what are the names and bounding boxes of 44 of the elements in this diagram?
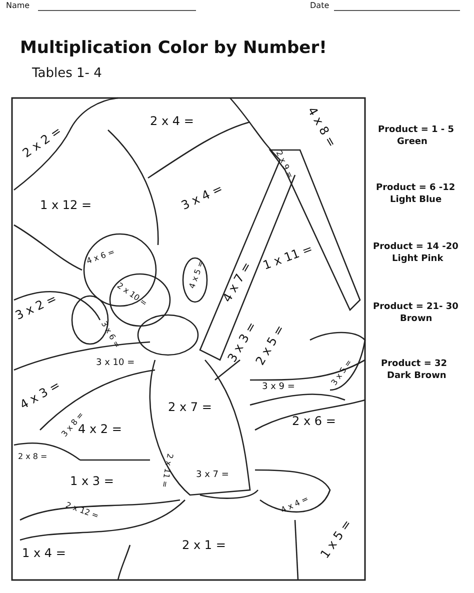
math-problem: 4 x 3 =	[17, 378, 62, 412]
legend-range: Product = 21- 30	[373, 302, 458, 312]
math-problem: 2 x 12 =	[64, 500, 100, 521]
legend-range: Product = 6 -12	[376, 183, 456, 193]
math-problem: 3 x 2 =	[13, 291, 59, 323]
legend-color-name: Green	[397, 137, 428, 147]
math-problem: 2 x 6 =	[292, 414, 336, 428]
math-problem: 2 x 11 =	[160, 452, 175, 488]
math-problem: 2 x 4 =	[150, 114, 194, 128]
math-problem: 3 x 9 =	[262, 382, 295, 392]
math-problem: 2 x 5 =	[252, 322, 287, 368]
math-problem: 3 x 4 =	[179, 181, 225, 213]
math-problem: 4 x 8 =	[304, 104, 339, 150]
math-problem: 2 x 7 =	[168, 400, 212, 414]
field-label: Name	[6, 1, 30, 10]
math-problem: 2 x 10 =	[116, 280, 149, 308]
math-problem: 3 x 6 =	[99, 320, 122, 350]
legend-range: Product = 1 - 5	[378, 125, 454, 135]
math-problem: 4 x 2 =	[78, 422, 122, 436]
math-problem: 1 x 4 =	[22, 546, 66, 560]
math-problem: 2 x 2 =	[20, 124, 64, 160]
worksheet-title: Multiplication Color by Number!	[20, 38, 327, 58]
math-problem: 1 x 11 =	[261, 242, 314, 272]
math-problem: 2 x 9 =	[274, 149, 295, 180]
math-problem: 3 x 7 =	[196, 470, 229, 480]
legend-color-name: Dark Brown	[387, 371, 446, 381]
math-problem: 4 x 6 =	[85, 247, 116, 266]
legend-color-name: Brown	[400, 314, 432, 324]
math-problem: 2 x 1 =	[182, 538, 226, 552]
math-problem: 2 x 8 =	[18, 452, 48, 461]
math-problem: 1 x 12 =	[40, 198, 92, 212]
legend-color-name: Light Pink	[392, 254, 444, 264]
worksheet-subtitle: Tables 1- 4	[32, 66, 102, 81]
math-problem: 4 x 7 =	[220, 260, 254, 304]
math-problem: 1 x 3 =	[70, 474, 114, 488]
math-problem: 4 x 5 =	[187, 259, 206, 290]
math-problem: 3 x 5 =	[330, 358, 354, 388]
legend-range: Product = 14 -20	[373, 242, 458, 252]
math-problem: 3 x 10 =	[96, 358, 135, 368]
math-problem: 4 x 4 =	[279, 494, 310, 515]
field-label: Date	[310, 1, 330, 10]
legend-color-name: Light Blue	[390, 195, 442, 205]
math-problem: 1 x 5 =	[318, 517, 354, 561]
legend-range: Product = 32	[381, 359, 448, 369]
